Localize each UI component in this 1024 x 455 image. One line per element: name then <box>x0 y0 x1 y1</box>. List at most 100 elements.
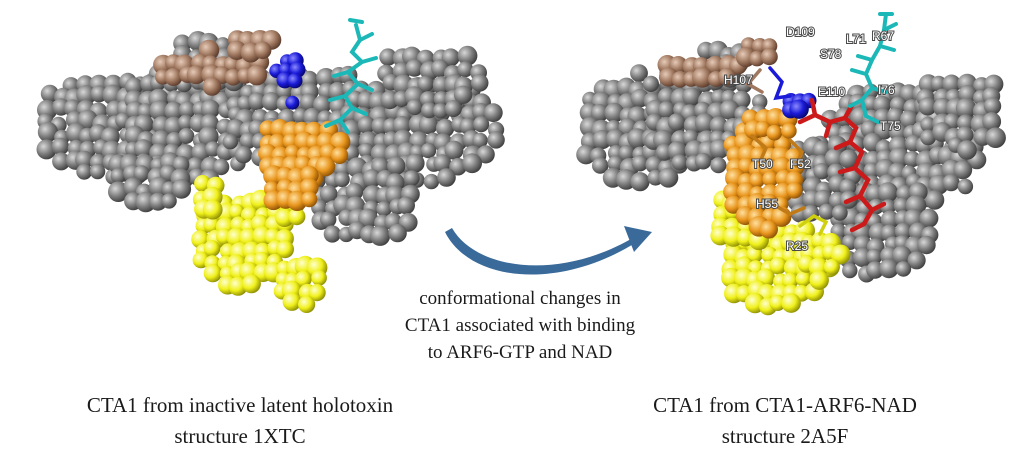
atom-sphere <box>295 270 312 288</box>
atom-sphere <box>212 158 230 176</box>
atom-sphere <box>457 45 478 66</box>
atom-sphere <box>483 103 503 123</box>
atom-sphere <box>795 271 812 287</box>
atom-sphere <box>957 140 977 160</box>
atom-sphere <box>52 152 71 171</box>
atom-sphere <box>149 100 170 121</box>
left-yellow-region <box>191 175 328 313</box>
atom-sphere <box>387 156 406 175</box>
atom-sphere <box>920 129 936 146</box>
atom-sphere <box>36 139 57 160</box>
residue-label-t50: T50 <box>752 157 773 171</box>
atom-sphere <box>886 107 905 125</box>
atom-sphere <box>203 216 220 233</box>
atom-sphere <box>786 182 803 199</box>
atom-sphere <box>749 50 765 67</box>
atom-sphere <box>334 171 350 188</box>
atom-sphere <box>942 174 960 192</box>
atom-sphere <box>133 165 150 182</box>
atom-sphere <box>417 75 434 93</box>
atom-sphere <box>930 75 947 92</box>
atom-sphere <box>222 134 238 150</box>
atom-sphere <box>202 199 223 220</box>
atom-sphere <box>627 128 648 149</box>
atom-sphere <box>315 156 336 177</box>
atom-sphere <box>907 251 926 270</box>
atom-sphere <box>852 247 873 268</box>
atom-sphere <box>487 131 505 149</box>
atom-sphere <box>358 208 378 229</box>
atom-sphere <box>892 245 912 265</box>
atom-sphere <box>433 91 450 107</box>
left-caption-line-2: structure 1XTC <box>174 424 306 448</box>
atom-sphere <box>982 112 1002 131</box>
residue-label-f52: F52 <box>790 157 811 171</box>
atom-sphere <box>889 122 908 142</box>
atom-sphere <box>809 270 829 290</box>
atom-sphere <box>161 193 177 209</box>
atom-sphere <box>866 248 883 265</box>
atom-sphere <box>888 147 910 168</box>
atom-sphere <box>759 220 778 239</box>
atom-sphere <box>710 157 727 174</box>
atom-sphere <box>379 48 397 66</box>
atom-sphere <box>924 190 945 210</box>
atom-sphere <box>437 168 456 187</box>
atom-sphere <box>308 284 326 302</box>
atom-sphere <box>89 163 106 180</box>
residue-label-l71: L71 <box>846 32 866 46</box>
atom-sphere <box>957 114 974 132</box>
atom-sphere <box>879 258 899 279</box>
atom-sphere <box>403 170 420 187</box>
atom-sphere <box>893 197 910 214</box>
atom-sphere <box>246 64 268 86</box>
atom-sphere <box>301 191 318 208</box>
atom-sphere <box>746 246 763 263</box>
atom-sphere <box>421 102 438 119</box>
atom-sphere <box>942 74 961 94</box>
atom-sphere <box>818 203 835 220</box>
right-orange-region <box>723 108 805 239</box>
residue-label-h107: H107 <box>724 73 753 87</box>
left-brown-region <box>153 30 282 96</box>
atom-sphere <box>288 208 306 226</box>
atom-sphere <box>618 145 635 162</box>
atom-sphere <box>316 68 336 88</box>
atom-sphere <box>261 92 281 111</box>
residue-label-e110: E110 <box>818 85 845 99</box>
right-side-chain-sticks <box>745 66 829 236</box>
residue-label-h55: H55 <box>756 197 778 211</box>
atom-sphere <box>470 74 489 92</box>
atom-sphere <box>590 104 609 122</box>
left-caption-line-1: CTA1 from inactive latent holotoxin <box>86 393 394 417</box>
atom-sphere <box>178 101 196 119</box>
atom-sphere <box>311 270 327 286</box>
atom-sphere <box>457 61 474 78</box>
atom-sphere <box>76 85 97 105</box>
atom-sphere <box>658 167 679 188</box>
atom-sphere <box>299 178 319 197</box>
atom-sphere <box>842 234 858 250</box>
right-caption: CTA1 from CTA1-ARF6-NAD structure 2A5F <box>600 390 970 452</box>
atom-sphere <box>630 64 648 82</box>
center-caption-line-2: CTA1 associated with binding <box>404 315 636 336</box>
atom-sphere <box>276 240 294 259</box>
atom-sphere <box>224 68 242 86</box>
atom-sphere <box>239 132 257 149</box>
atom-sphere <box>331 146 349 164</box>
atom-sphere <box>607 155 624 172</box>
atom-sphere <box>895 261 912 277</box>
atom-sphere <box>178 127 195 144</box>
atom-sphere <box>418 115 439 135</box>
atom-sphere <box>358 142 374 159</box>
atom-sphere <box>186 65 206 85</box>
residue-label-d109: D109 <box>786 25 815 39</box>
atom-sphere <box>370 225 391 246</box>
atom-sphere <box>171 179 192 199</box>
atom-sphere <box>423 173 440 190</box>
atom-sphere <box>782 272 799 289</box>
atom-sphere <box>631 155 649 172</box>
